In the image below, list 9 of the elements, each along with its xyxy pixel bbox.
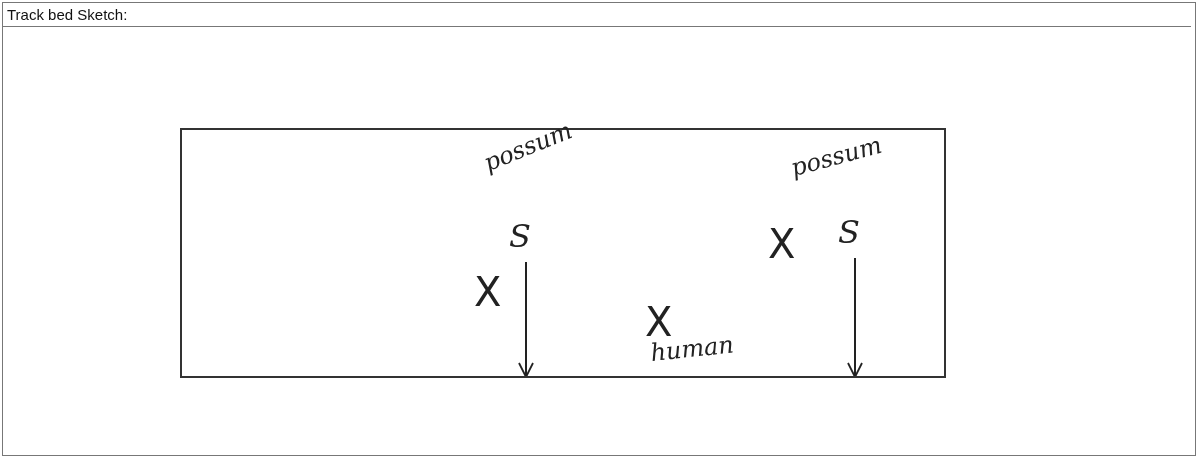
trail-mark: S [836,212,862,252]
title: Track bed Sketch: [3,3,1191,27]
trail-mark: S [508,216,532,256]
track-bed-outline [180,128,946,378]
arrow [518,261,534,378]
animal-label: possum [788,131,885,182]
footprint-mark: X [474,270,502,314]
footprint-mark: X [768,222,796,266]
arrow [847,257,863,378]
